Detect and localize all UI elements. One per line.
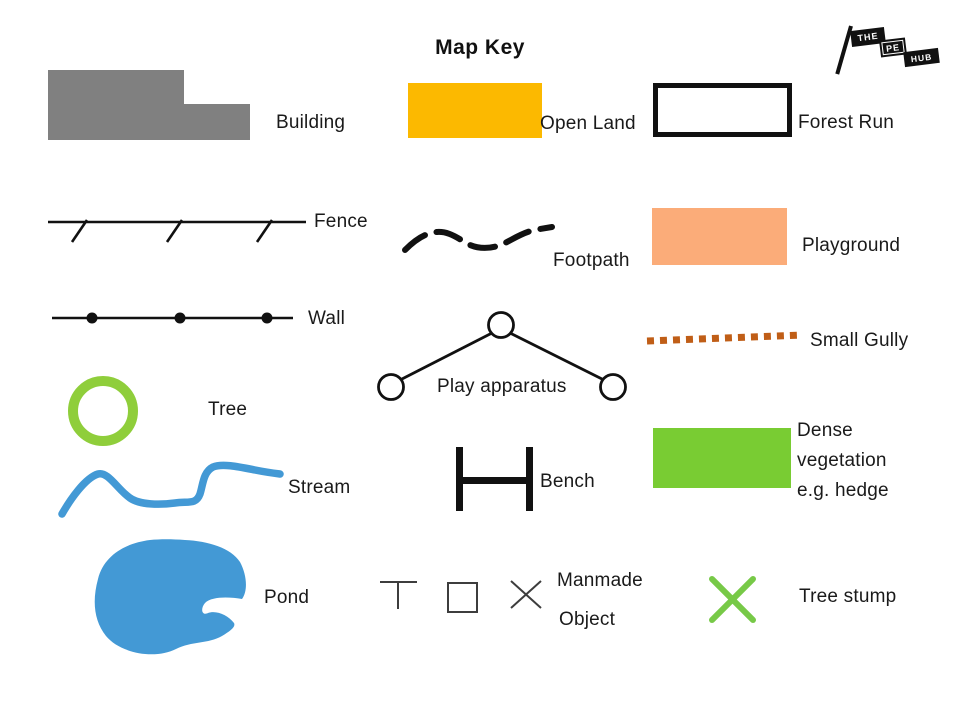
tree-stump-label: Tree stump: [799, 586, 897, 607]
dense-vegetation-symbol: [653, 428, 791, 488]
dense-vegetation-label: Dense vegetation e.g. hedge: [797, 420, 889, 501]
tree-label: Tree: [208, 399, 248, 420]
fence-symbol: [48, 219, 306, 243]
small-gully-label: Small Gully: [810, 330, 909, 351]
pond-label: Pond: [264, 587, 310, 608]
pond-symbol: [94, 539, 246, 655]
building-symbol: [48, 70, 250, 140]
forest-run-label: Forest Run: [798, 112, 894, 133]
x-marker-icon: [510, 580, 542, 609]
manmade-object-label-line2: Object: [559, 609, 616, 630]
t-post-icon: [380, 581, 417, 609]
playground-label: Playground: [802, 235, 901, 256]
play-apparatus-symbol: [377, 311, 627, 401]
square-marker-icon: [447, 582, 478, 613]
tree-stump-symbol: [709, 576, 756, 623]
play-apparatus-label: Play apparatus: [437, 376, 567, 397]
tree-symbol: [68, 376, 138, 446]
manmade-object-label-line1: Manmade: [557, 570, 643, 591]
stream-label: Stream: [288, 477, 351, 498]
footpath-label: Footpath: [553, 250, 630, 271]
footpath-symbol: [402, 224, 555, 253]
bench-label: Bench: [540, 471, 595, 492]
wall-label: Wall: [308, 308, 346, 329]
logo-word-hub: HUB: [903, 47, 940, 68]
stream-symbol: [58, 461, 284, 518]
building-label: Building: [276, 112, 346, 133]
pe-hub-logo: THE PE HUB: [835, 22, 950, 80]
page-title: Map Key: [435, 36, 525, 59]
manmade-object-symbols: [380, 580, 542, 613]
open-land-label: Open Land: [540, 113, 636, 134]
wall-symbol: [52, 312, 293, 324]
forest-run-symbol: [653, 83, 792, 137]
open-land-symbol: [408, 83, 542, 138]
bench-symbol: [456, 447, 533, 511]
small-gully-symbol: [646, 331, 803, 345]
fence-label: Fence: [314, 211, 368, 232]
playground-symbol: [652, 208, 787, 265]
